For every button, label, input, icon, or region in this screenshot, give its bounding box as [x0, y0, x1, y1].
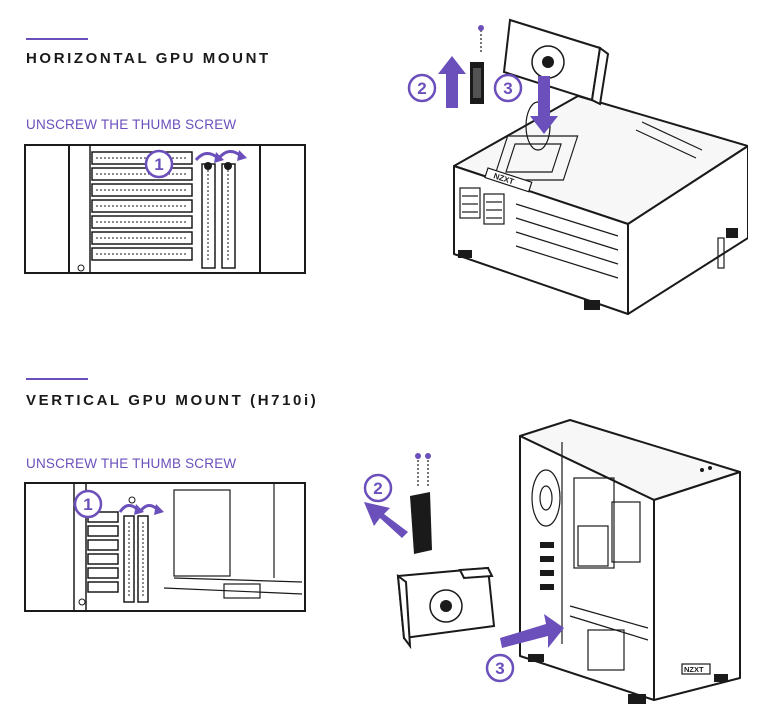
section-divider [26, 38, 88, 40]
step-badge-3: 3 [503, 79, 512, 98]
section-heading-vertical: VERTICAL GPU MOUNT (H710i) [26, 392, 319, 409]
slot-cover-stack [87, 511, 119, 593]
brand-logo-vertical: NZXT [684, 665, 704, 674]
case-illustration-vertical: NZXT 3 [485, 419, 741, 704]
step-badge-2: 2 [373, 479, 382, 498]
gpu-removal-vertical: 2 [363, 453, 496, 650]
section-heading-horizontal: HORIZONTAL GPU MOUNT [26, 50, 271, 67]
section-divider [26, 378, 88, 380]
step-badge-1: 1 [154, 155, 163, 174]
slot-closeup-vertical: 1 [24, 482, 306, 612]
case-illustration-horizontal: NZXT 2 3 [407, 18, 748, 315]
instruction-unscrew-horizontal: UNSCREW THE THUMB SCREW [26, 117, 237, 132]
step-badge-2: 2 [417, 79, 426, 98]
slot-closeup-horizontal: 1 [24, 144, 306, 274]
step-badge-1: 1 [83, 495, 92, 514]
step-badge-3: 3 [495, 659, 504, 678]
instruction-unscrew-vertical: UNSCREW THE THUMB SCREW [26, 456, 237, 471]
